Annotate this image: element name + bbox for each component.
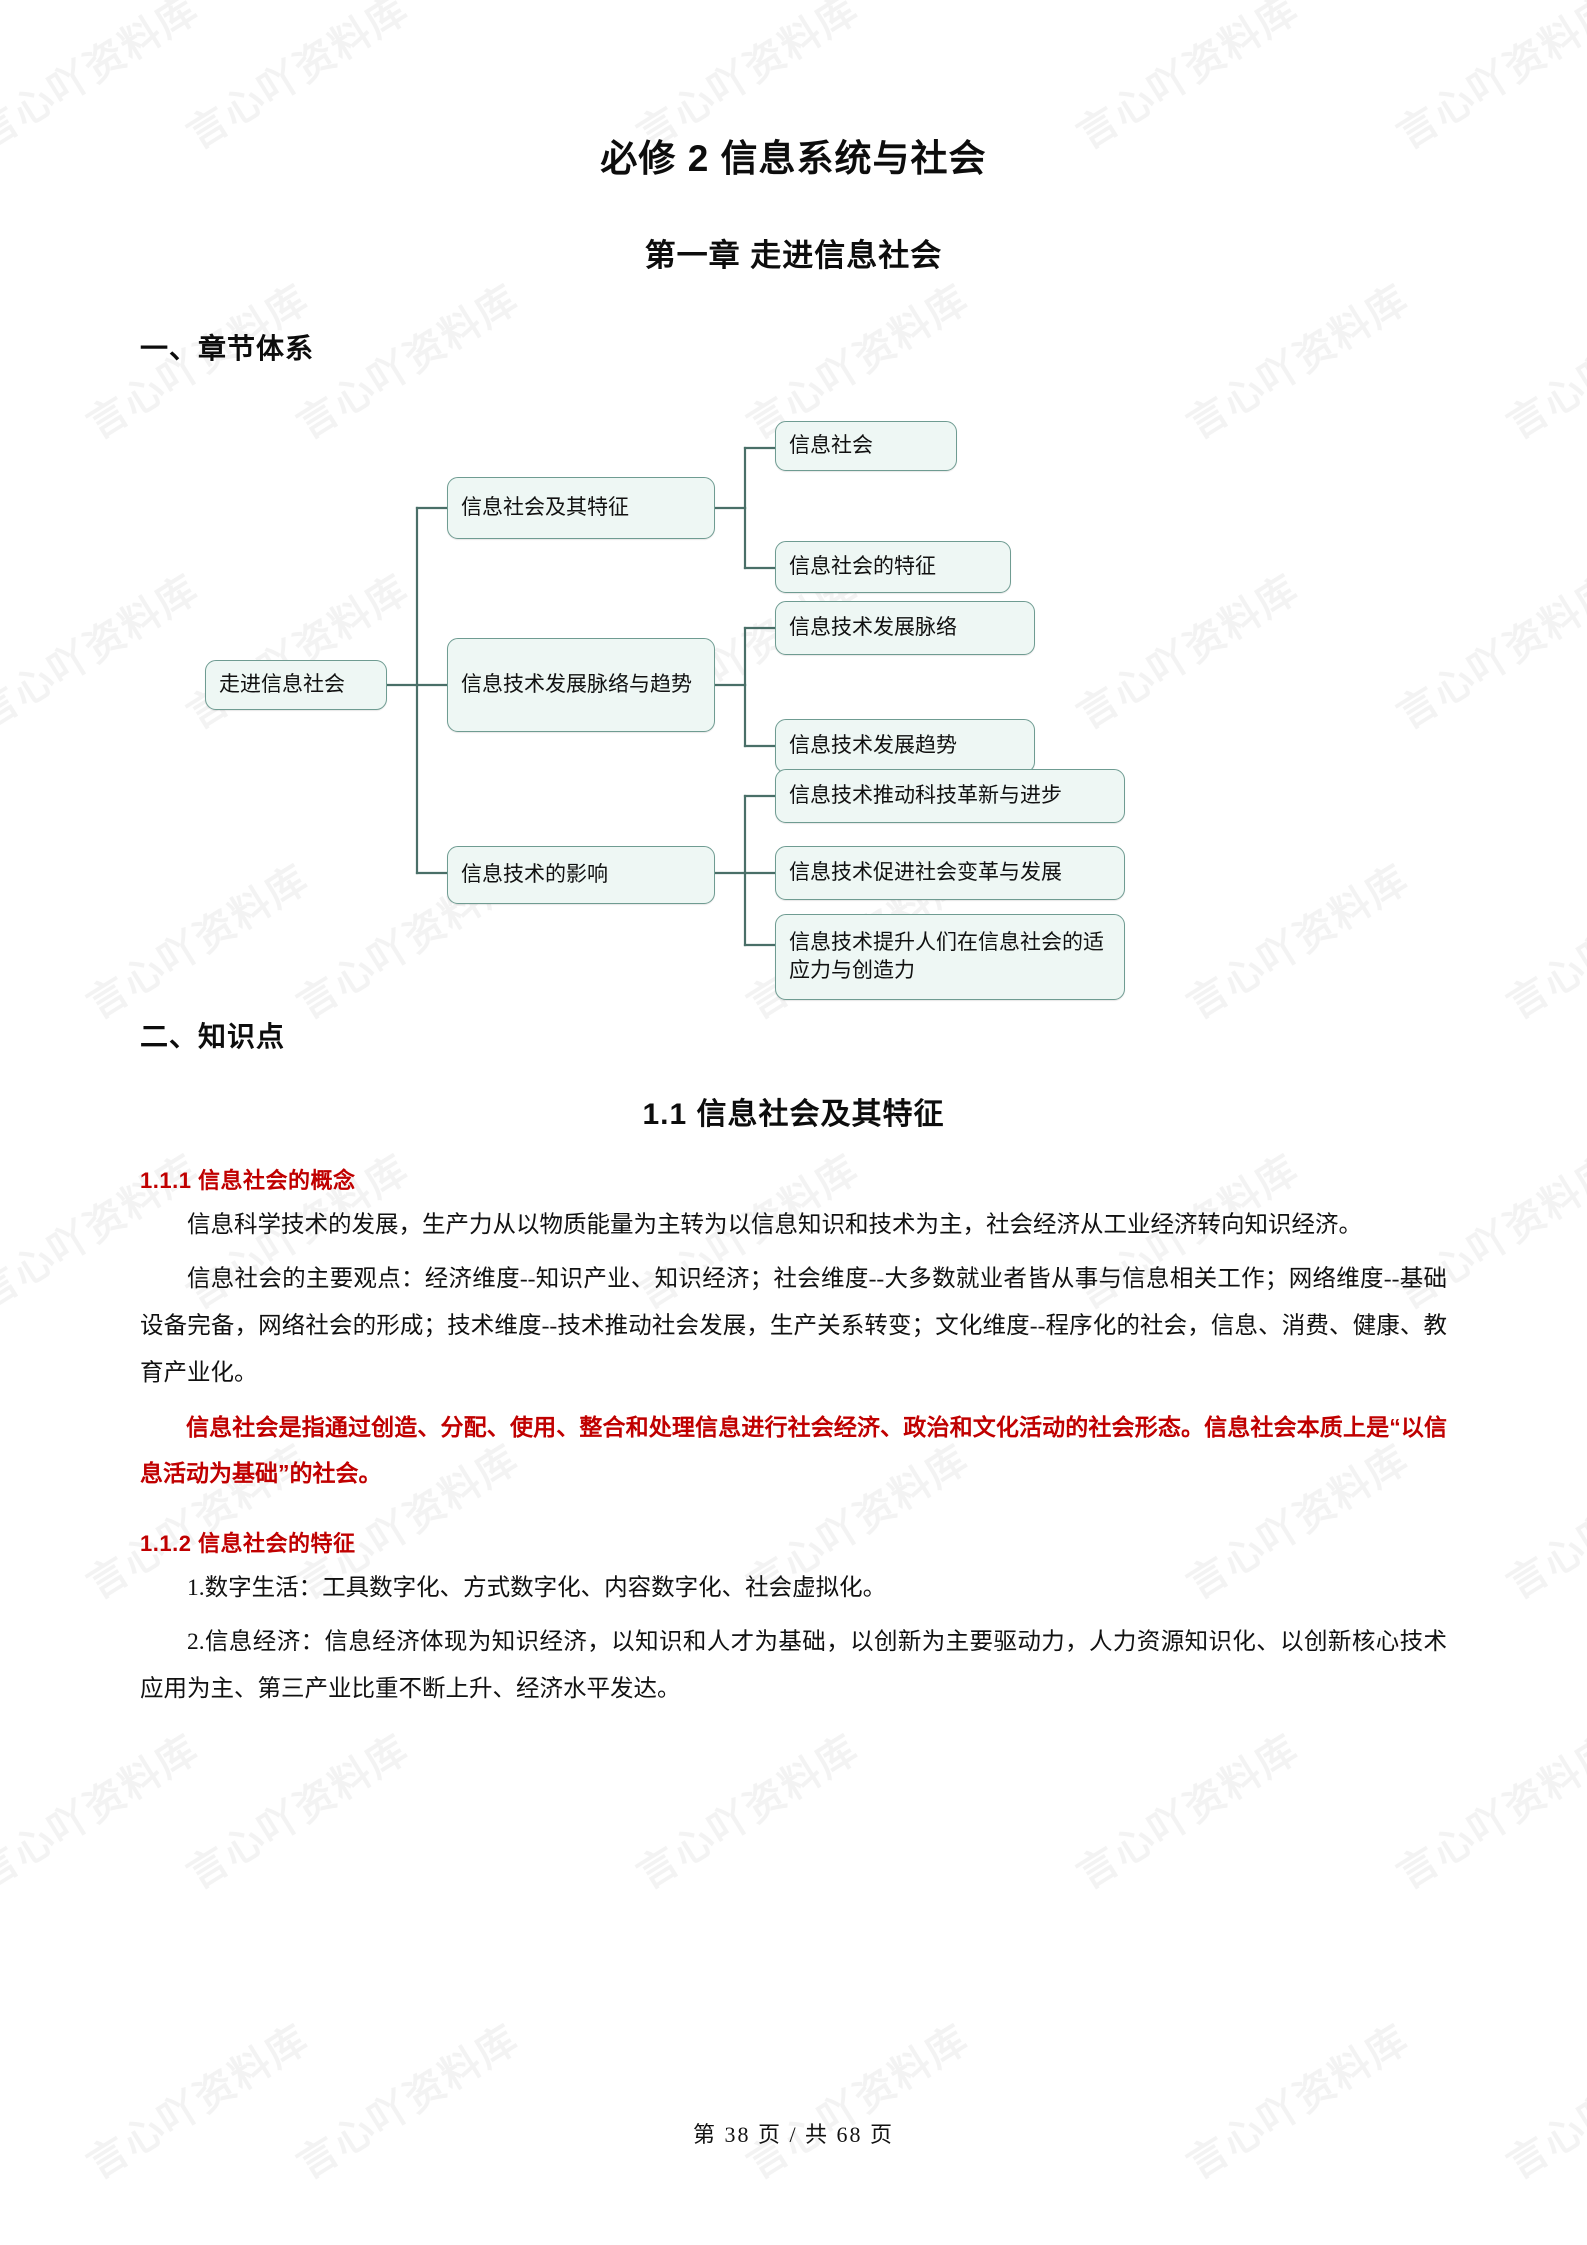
heading-chapter-structure: 一、章节体系 xyxy=(140,333,315,364)
mindmap-branch-label-3: 信息技术的影响 xyxy=(461,862,608,887)
watermark-text: 言心吖资料库 xyxy=(1174,2008,1418,2191)
watermark-text: 言心吖资料库 xyxy=(1064,1718,1308,1901)
mindmap-leaf-node-1-2[interactable]: 信息社会的特征 xyxy=(775,541,1011,593)
mindmap-connectors xyxy=(385,446,777,947)
watermark-text: 言心吖资料库 xyxy=(734,2008,978,2191)
mindmap-branch-node-3[interactable]: 信息技术的影响 xyxy=(447,846,715,904)
heading-1-1-2: 1.1.2 信息社会的特征 xyxy=(140,1531,356,1556)
mindmap-root-label: 走进信息社会 xyxy=(219,672,345,697)
mindmap-leaf-label-1-1: 信息社会 xyxy=(789,433,873,458)
mindmap-leaf-node-3-3[interactable]: 信息技术提升人们在信息社会的适应力与创造力 xyxy=(775,914,1125,1000)
mindmap-branch-node-1[interactable]: 信息社会及其特征 xyxy=(447,477,715,539)
paragraph-concept-2: 信息社会的主要观点：经济维度--知识产业、知识经济；社会维度--大多数就业者皆从… xyxy=(140,1266,1447,1386)
watermark-text: 言心吖资料库 xyxy=(1494,2008,1587,2191)
mindmap-leaf-label-3-1: 信息技术推动科技革新与进步 xyxy=(789,783,1062,808)
mindmap-leaf-node-2-1[interactable]: 信息技术发展脉络 xyxy=(775,601,1035,655)
watermark-text: 言心吖资料库 xyxy=(0,1718,208,1901)
heading-1-1-1: 1.1.1 信息社会的概念 xyxy=(140,1168,356,1193)
page-footer: 第 38 页 / 共 68 页 xyxy=(0,2117,1587,2149)
paragraph-concept-highlight: 信息社会是指通过创造、分配、使用、整合和处理信息进行社会经济、政治和文化活动的社… xyxy=(140,1414,1447,1486)
watermark-text: 言心吖资料库 xyxy=(74,2008,318,2191)
chapter-title: 第一章 走进信息社会 xyxy=(644,238,943,273)
mindmap-leaf-label-3-3: 信息技术提升人们在信息社会的适应力与创造力 xyxy=(789,930,1104,982)
watermark-text: 言心吖资料库 xyxy=(624,1718,868,1901)
heading-knowledge-points: 二、知识点 xyxy=(140,1021,286,1052)
mindmap-leaf-label-1-2: 信息社会的特征 xyxy=(789,554,936,579)
document-content: 必修 2 信息系统与社会 第一章 走进信息社会 一、章节体系 xyxy=(140,138,1447,1702)
feature-item-1: 1.数字生活：工具数字化、方式数字化、内容数字化、社会虚拟化。 xyxy=(187,1575,887,1601)
feature-item-2: 2.信息经济：信息经济体现为知识经济，以知识和人才为基础，以创新为主要驱动力，人… xyxy=(140,1629,1447,1702)
page-number-label: 第 38 页 / 共 68 页 xyxy=(692,2122,895,2147)
section-title-1-1: 1.1 信息社会及其特征 xyxy=(642,1098,945,1131)
mindmap-leaf-node-3-1[interactable]: 信息技术推动科技革新与进步 xyxy=(775,769,1125,823)
mindmap-leaf-node-1-1[interactable]: 信息社会 xyxy=(775,421,957,471)
watermark-text: 言心吖资料库 xyxy=(174,1718,418,1901)
mindmap-leaf-label-2-2: 信息技术发展趋势 xyxy=(789,733,957,758)
mindmap-branch-label-1: 信息社会及其特征 xyxy=(461,495,629,520)
mindmap-leaf-node-3-2[interactable]: 信息技术促进社会变革与发展 xyxy=(775,846,1125,900)
watermark-text: 言心吖资料库 xyxy=(1384,1718,1587,1901)
mindmap-leaf-label-2-1: 信息技术发展脉络 xyxy=(789,615,957,640)
mindmap-leaf-node-2-2[interactable]: 信息技术发展趋势 xyxy=(775,719,1035,773)
paragraph-concept-1: 信息科学技术的发展，生产力从以物质能量为主转为以信息知识和技术为主，社会经济从工… xyxy=(187,1212,1362,1238)
chapter-structure-mindmap: 走进信息社会 信息社会及其特征 信息技术发展脉络与趋势 信息技术的影响 信息社会… xyxy=(140,393,1447,1000)
mindmap-branch-node-2[interactable]: 信息技术发展脉络与趋势 xyxy=(447,638,715,732)
mindmap-root-node[interactable]: 走进信息社会 xyxy=(205,660,387,710)
mindmap-leaf-label-3-2: 信息技术促进社会变革与发展 xyxy=(789,860,1062,885)
watermark-text: 言心吖资料库 xyxy=(284,2008,528,2191)
page-title: 必修 2 信息系统与社会 xyxy=(600,138,987,179)
mindmap-branch-label-2: 信息技术发展脉络与趋势 xyxy=(461,672,692,697)
